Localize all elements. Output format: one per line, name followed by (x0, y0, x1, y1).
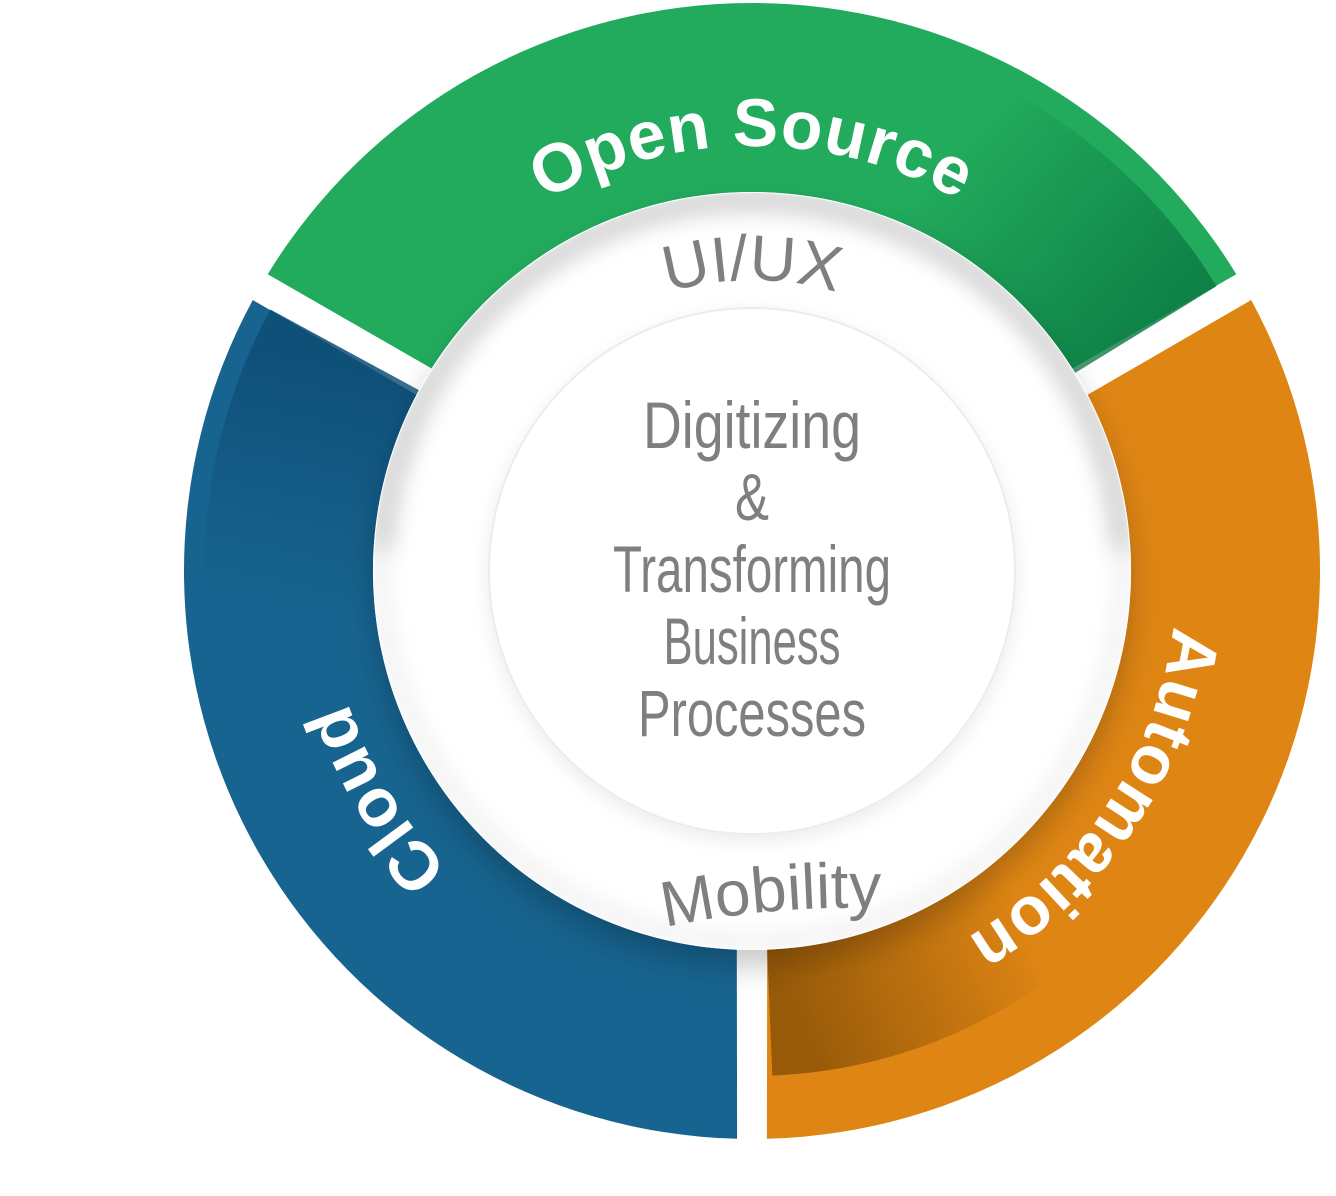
outer-ring (183, 2, 1321, 1139)
disc-inset-shadow (374, 193, 1130, 949)
center-line-4: Business (664, 604, 841, 678)
label-uiux: UI/UX (655, 221, 849, 305)
center-line-2: & (735, 460, 769, 534)
center-text: Digitizing & Transforming Business Proce… (613, 388, 891, 750)
center-line-3: Transforming (613, 532, 891, 606)
segment-automation-shade (767, 852, 1090, 1076)
segment-cloud-shade (203, 309, 419, 648)
center-line-5: Processes (638, 676, 866, 750)
center-line-1: Digitizing (643, 388, 861, 462)
segment-open-source-shade (869, 52, 1217, 373)
center-circle (488, 307, 1016, 835)
